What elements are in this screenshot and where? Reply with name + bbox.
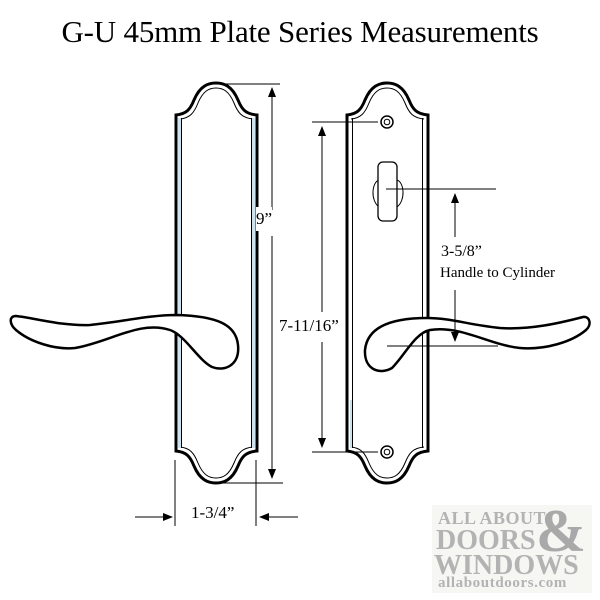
lever-handle-right <box>363 315 591 373</box>
handle-to-cylinder-dimension <box>386 188 498 347</box>
back-plate <box>345 81 591 485</box>
logo-ampersand: & <box>536 498 586 564</box>
overall-height-dimension <box>213 83 283 484</box>
handle-to-cylinder-caption: Handle to Cylinder <box>440 265 555 282</box>
plate-width-label: 1-3/4” <box>191 503 235 523</box>
lever-handle-left <box>9 313 240 370</box>
logo-line-1: ALL ABOUT <box>438 508 547 528</box>
logo-line-3: WINDOWS <box>434 550 579 581</box>
overall-height-label: 9” <box>256 207 273 231</box>
plate-width-dimension <box>135 460 298 526</box>
screw-spacing-dimension <box>312 121 378 453</box>
logo-url: allaboutdoors.com <box>438 575 567 591</box>
cylinder-cutout <box>372 161 404 222</box>
screw-hole-top <box>380 115 394 129</box>
screw-hole-bottom <box>380 445 394 459</box>
front-plate <box>9 81 259 485</box>
screw-spacing-label: 7-11/16” <box>279 314 339 338</box>
brand-logo: & ALL ABOUT DOORS WINDOWS allaboutdoors.… <box>432 498 592 593</box>
diagram-title: G-U 45mm Plate Series Measurements <box>61 14 539 49</box>
handle-to-cylinder-value: 3-5/8” <box>441 243 482 261</box>
logo-line-2: DOORS <box>436 525 536 556</box>
